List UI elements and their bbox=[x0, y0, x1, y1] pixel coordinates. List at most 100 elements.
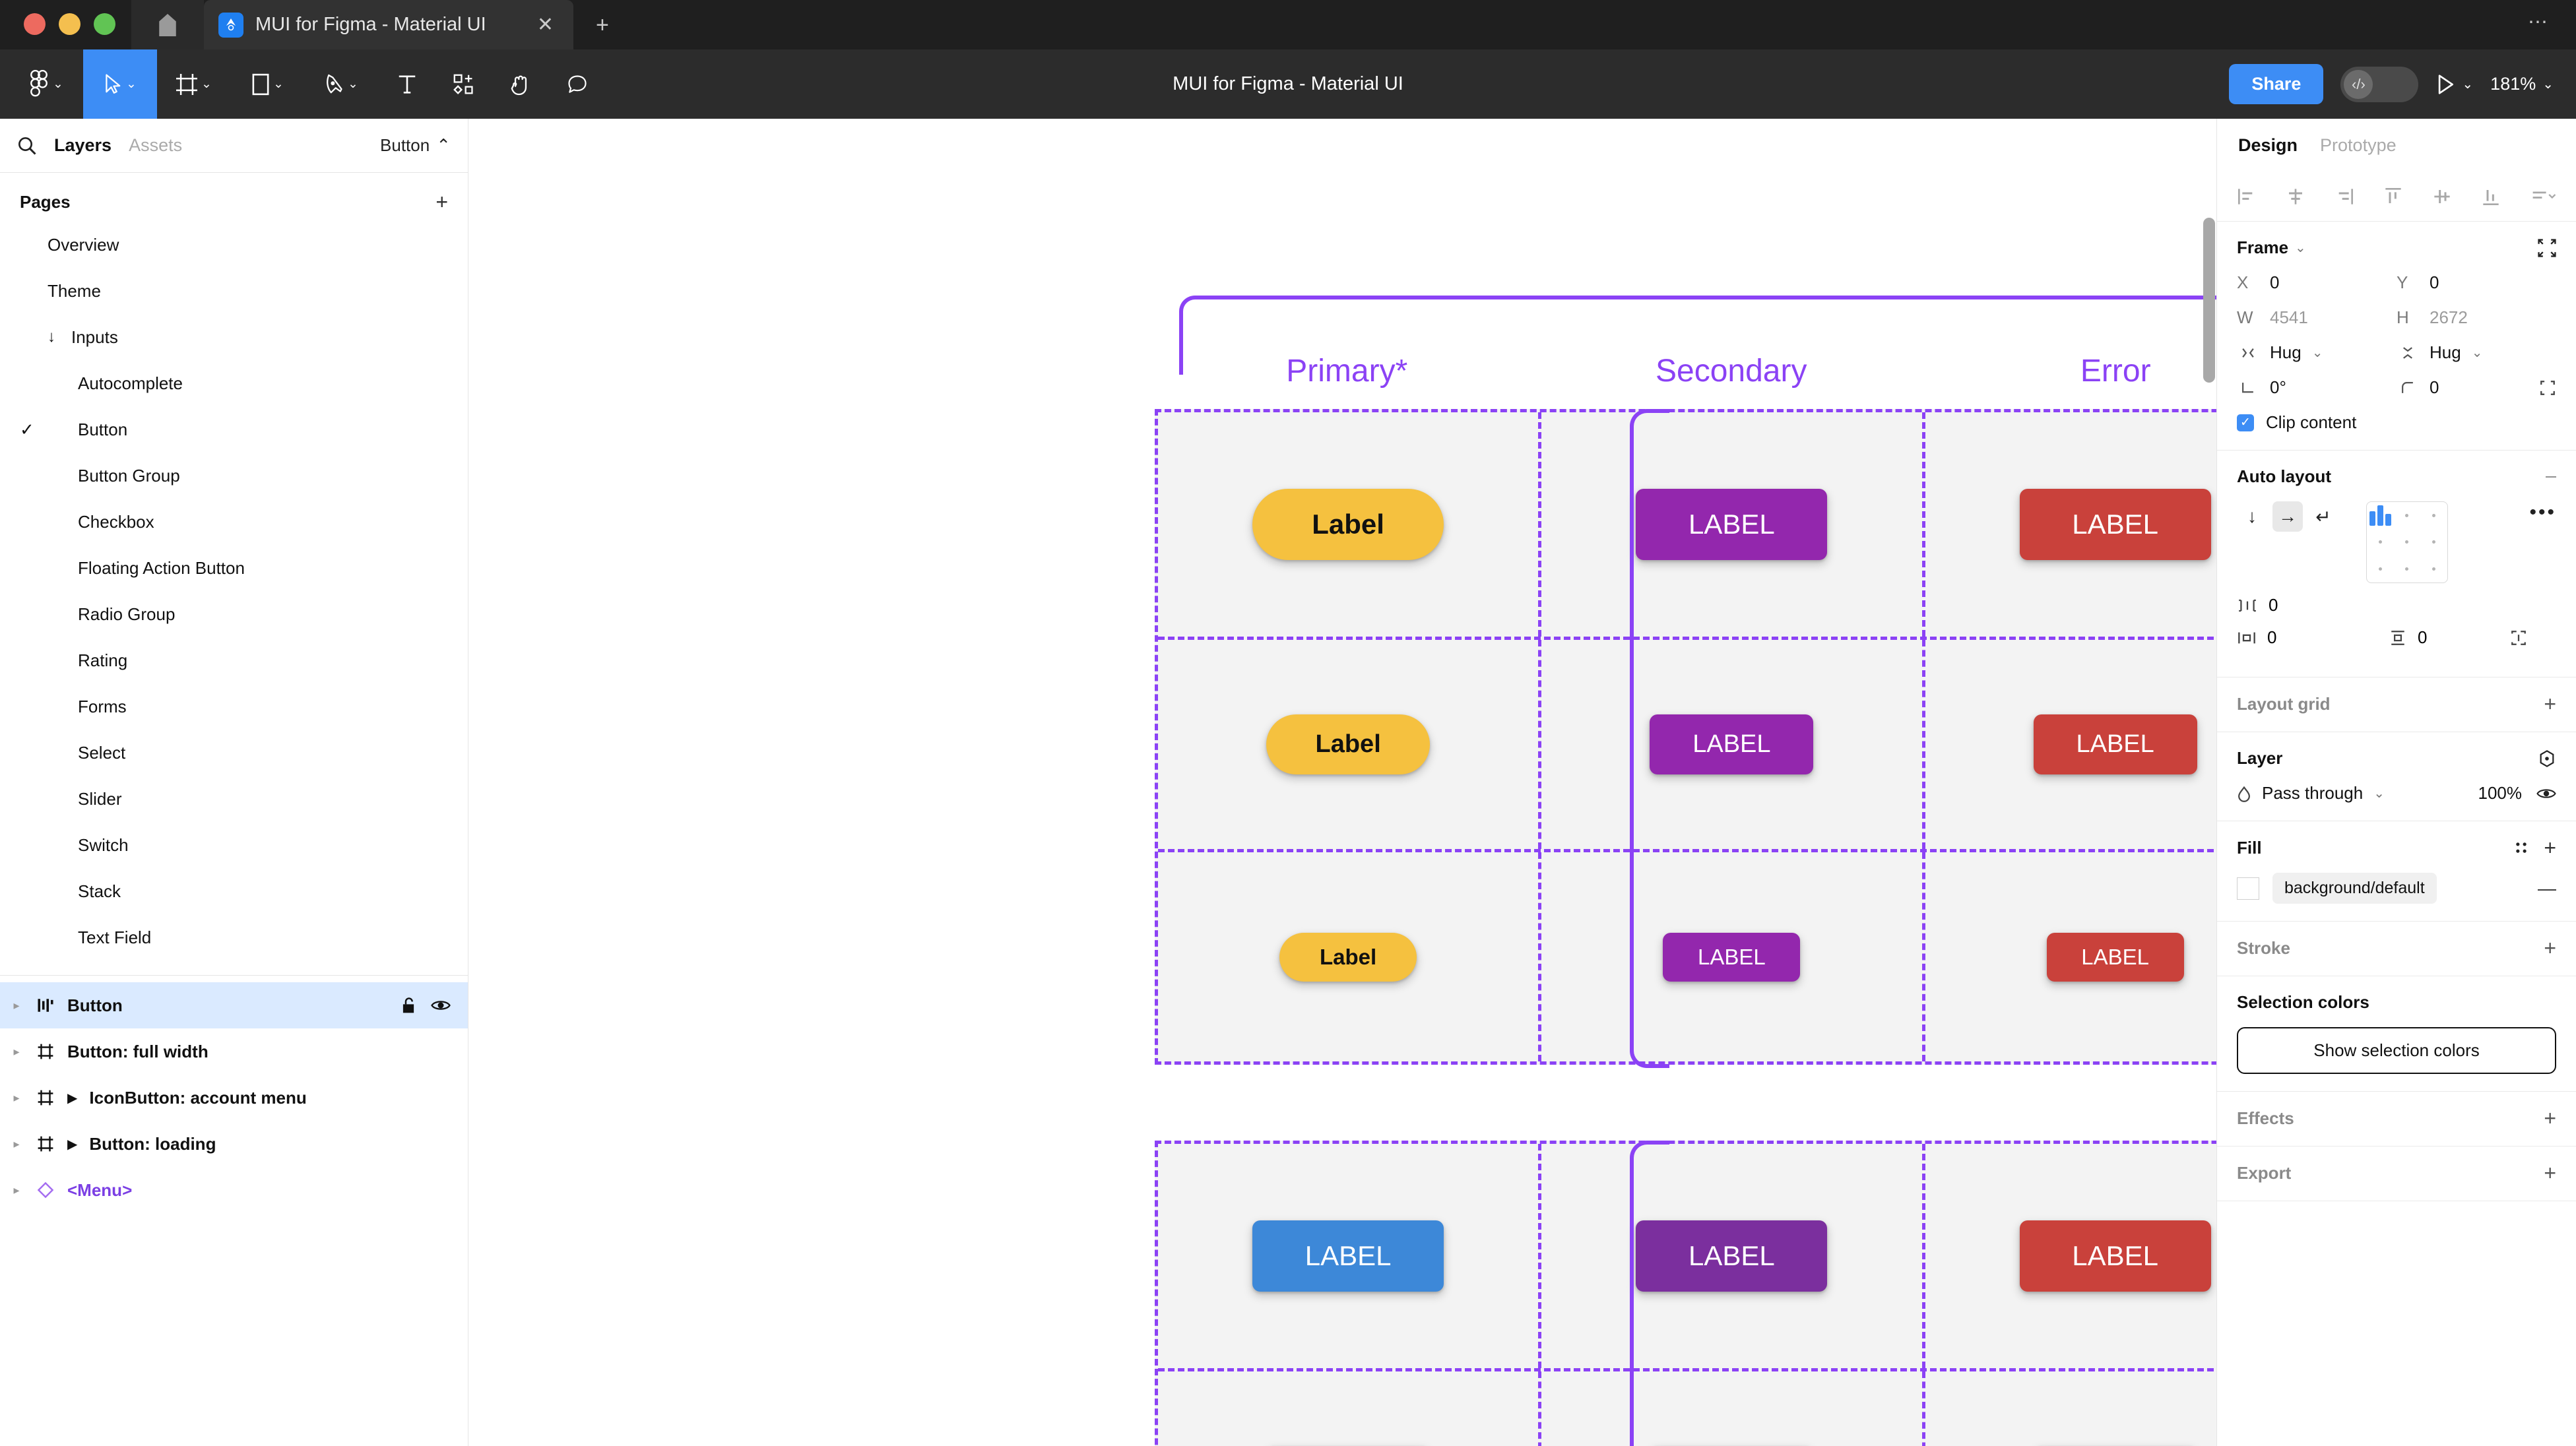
chevron-down-icon[interactable]: ⌄ bbox=[348, 77, 358, 91]
close-tab-icon[interactable]: ✕ bbox=[536, 13, 554, 36]
material-button[interactable]: Label bbox=[1279, 932, 1417, 982]
layer-row[interactable]: ▸▶IconButton: account menu bbox=[0, 1075, 468, 1121]
page-item-autocomplete[interactable]: Autocomplete bbox=[0, 360, 468, 406]
align-vertical-center-icon[interactable] bbox=[2432, 187, 2452, 206]
align-right-icon[interactable] bbox=[2334, 187, 2354, 206]
tab-assets[interactable]: Assets bbox=[129, 135, 183, 155]
frame-rotation-field[interactable]: 0° bbox=[2237, 377, 2397, 398]
layout-direction-horizontal-icon[interactable]: → bbox=[2272, 501, 2303, 532]
individual-padding-icon[interactable] bbox=[2510, 629, 2527, 646]
add-fill-button[interactable]: + bbox=[2544, 836, 2556, 860]
layer-disclosure-icon[interactable]: ▸ bbox=[13, 998, 20, 1012]
alignment-grid-picker[interactable] bbox=[2366, 501, 2448, 583]
layout-wrap-icon[interactable]: ↵ bbox=[2315, 506, 2331, 527]
chevron-down-icon[interactable]: ⌄ bbox=[2311, 346, 2323, 360]
chevron-down-icon[interactable]: ⌄ bbox=[2373, 786, 2385, 801]
frame-hug-height-field[interactable]: Hug ⌄ bbox=[2397, 342, 2556, 363]
page-item-slider[interactable]: Slider bbox=[0, 776, 468, 822]
page-item-rating[interactable]: Rating bbox=[0, 637, 468, 683]
chevron-down-icon[interactable]: ⌄ bbox=[2462, 77, 2474, 92]
add-effect-button[interactable]: + bbox=[2544, 1106, 2556, 1130]
layer-styles-icon[interactable] bbox=[2538, 749, 2556, 768]
blend-mode-field[interactable]: Pass through ⌄ bbox=[2237, 783, 2478, 803]
browser-menu-icon[interactable]: ⋯ bbox=[2528, 11, 2550, 33]
material-button[interactable]: LABEL bbox=[1663, 932, 1801, 982]
visibility-icon[interactable] bbox=[431, 998, 451, 1013]
dev-mode-toggle[interactable]: ‹/› bbox=[2340, 66, 2419, 102]
minimize-window-button[interactable] bbox=[59, 13, 80, 35]
page-item-forms[interactable]: Forms bbox=[0, 683, 468, 730]
page-item-button-group[interactable]: Button Group bbox=[0, 453, 468, 499]
distribute-menu-icon[interactable] bbox=[2530, 187, 2556, 206]
auto-layout-more-options-icon[interactable]: ••• bbox=[2529, 501, 2556, 523]
align-horizontal-center-icon[interactable] bbox=[2286, 187, 2305, 206]
chevron-down-icon[interactable]: ⌄ bbox=[2542, 77, 2554, 92]
material-button[interactable]: LABEL bbox=[1252, 1220, 1444, 1292]
chevron-down-icon[interactable]: ⌄ bbox=[2471, 346, 2483, 360]
fill-color-swatch[interactable] bbox=[2237, 877, 2259, 900]
page-item-stack[interactable]: Stack bbox=[0, 868, 468, 914]
page-item-select[interactable]: Select bbox=[0, 730, 468, 776]
text-tool-icon[interactable] bbox=[379, 49, 435, 119]
page-item-theme[interactable]: Theme bbox=[0, 268, 468, 314]
selection-dropdown[interactable]: Button ⌃ bbox=[380, 135, 451, 156]
page-item-text-field[interactable]: Text Field bbox=[0, 914, 468, 960]
page-item-radio-group[interactable]: Radio Group bbox=[0, 591, 468, 637]
layout-direction-vertical-icon[interactable]: ↓ bbox=[2247, 506, 2257, 526]
add-layout-grid-button[interactable]: + bbox=[2544, 692, 2556, 716]
layer-row[interactable]: ▸▶Button: loading bbox=[0, 1121, 468, 1167]
page-item-inputs[interactable]: ↓Inputs bbox=[0, 314, 468, 360]
auto-layout-gap-field[interactable]: 0 bbox=[2237, 595, 2375, 615]
auto-layout-vertical-padding-field[interactable]: 0 bbox=[2389, 627, 2527, 648]
clip-content-row[interactable]: ✓ Clip content bbox=[2237, 412, 2556, 433]
present-button[interactable]: ⌄ bbox=[2435, 74, 2473, 95]
maximize-window-button[interactable] bbox=[94, 13, 115, 35]
align-bottom-icon[interactable] bbox=[2481, 187, 2501, 206]
remove-auto-layout-button[interactable]: — bbox=[2546, 470, 2556, 482]
material-button[interactable]: LABEL bbox=[2019, 1220, 2211, 1292]
zoom-control[interactable]: 181% ⌄ bbox=[2490, 74, 2554, 94]
align-left-icon[interactable] bbox=[2237, 187, 2257, 206]
frame-h-field[interactable]: H 2672 bbox=[2397, 307, 2556, 328]
hand-tool-icon[interactable] bbox=[492, 49, 549, 119]
frame-x-field[interactable]: X 0 bbox=[2237, 272, 2397, 293]
figma-menu-icon[interactable]: ⌄ bbox=[9, 49, 83, 119]
fill-style-name[interactable]: background/default bbox=[2272, 873, 2437, 904]
layer-disclosure-icon[interactable]: ▸ bbox=[13, 1090, 20, 1104]
material-button[interactable]: LABEL bbox=[2019, 489, 2211, 560]
search-icon[interactable] bbox=[17, 136, 37, 156]
remove-fill-button[interactable]: — bbox=[2538, 877, 2556, 898]
layer-disclosure-icon[interactable]: ▸ bbox=[13, 1137, 20, 1150]
frame-y-field[interactable]: Y 0 bbox=[2397, 272, 2556, 293]
independent-corners-icon[interactable] bbox=[2539, 379, 2556, 396]
layer-row[interactable]: ▸Button: full width bbox=[0, 1028, 468, 1075]
page-item-floating-action-button[interactable]: Floating Action Button bbox=[0, 545, 468, 591]
page-item-switch[interactable]: Switch bbox=[0, 822, 468, 868]
chevron-down-icon[interactable]: ⌄ bbox=[273, 77, 284, 91]
share-button[interactable]: Share bbox=[2229, 64, 2324, 104]
resize-to-fit-icon[interactable] bbox=[2538, 238, 2556, 257]
add-export-button[interactable]: + bbox=[2544, 1161, 2556, 1185]
shape-tool-icon[interactable]: ⌄ bbox=[231, 49, 305, 119]
material-button[interactable]: LABEL bbox=[1636, 489, 1828, 560]
fill-styles-icon[interactable] bbox=[2513, 840, 2529, 856]
material-button[interactable]: LABEL bbox=[1636, 1220, 1828, 1292]
add-page-button[interactable]: + bbox=[435, 190, 448, 214]
toggle-visibility-icon[interactable] bbox=[2536, 786, 2556, 801]
tab-design[interactable]: Design bbox=[2238, 135, 2298, 155]
chevron-down-icon[interactable]: ⌄ bbox=[201, 77, 212, 91]
page-expand-arrow-icon[interactable]: ↓ bbox=[48, 328, 55, 346]
layer-disclosure-icon[interactable]: ▸ bbox=[13, 1183, 20, 1197]
chevron-down-icon[interactable]: ⌄ bbox=[53, 77, 63, 91]
canvas-vertical-scrollbar[interactable] bbox=[2203, 218, 2215, 383]
layer-disclosure-icon[interactable]: ▸ bbox=[13, 1044, 20, 1058]
frame-w-field[interactable]: W 4541 bbox=[2237, 307, 2397, 328]
page-item-checkbox[interactable]: Checkbox bbox=[0, 499, 468, 545]
material-button[interactable]: Label bbox=[1266, 714, 1431, 774]
chevron-down-icon[interactable]: ⌄ bbox=[2295, 241, 2306, 255]
material-button[interactable]: LABEL bbox=[2046, 932, 2184, 982]
frame-tool-icon[interactable]: ⌄ bbox=[157, 49, 231, 119]
material-button[interactable]: Label bbox=[1252, 489, 1444, 560]
new-tab-icon[interactable]: + bbox=[596, 13, 609, 38]
material-button[interactable]: LABEL bbox=[2033, 714, 2197, 774]
